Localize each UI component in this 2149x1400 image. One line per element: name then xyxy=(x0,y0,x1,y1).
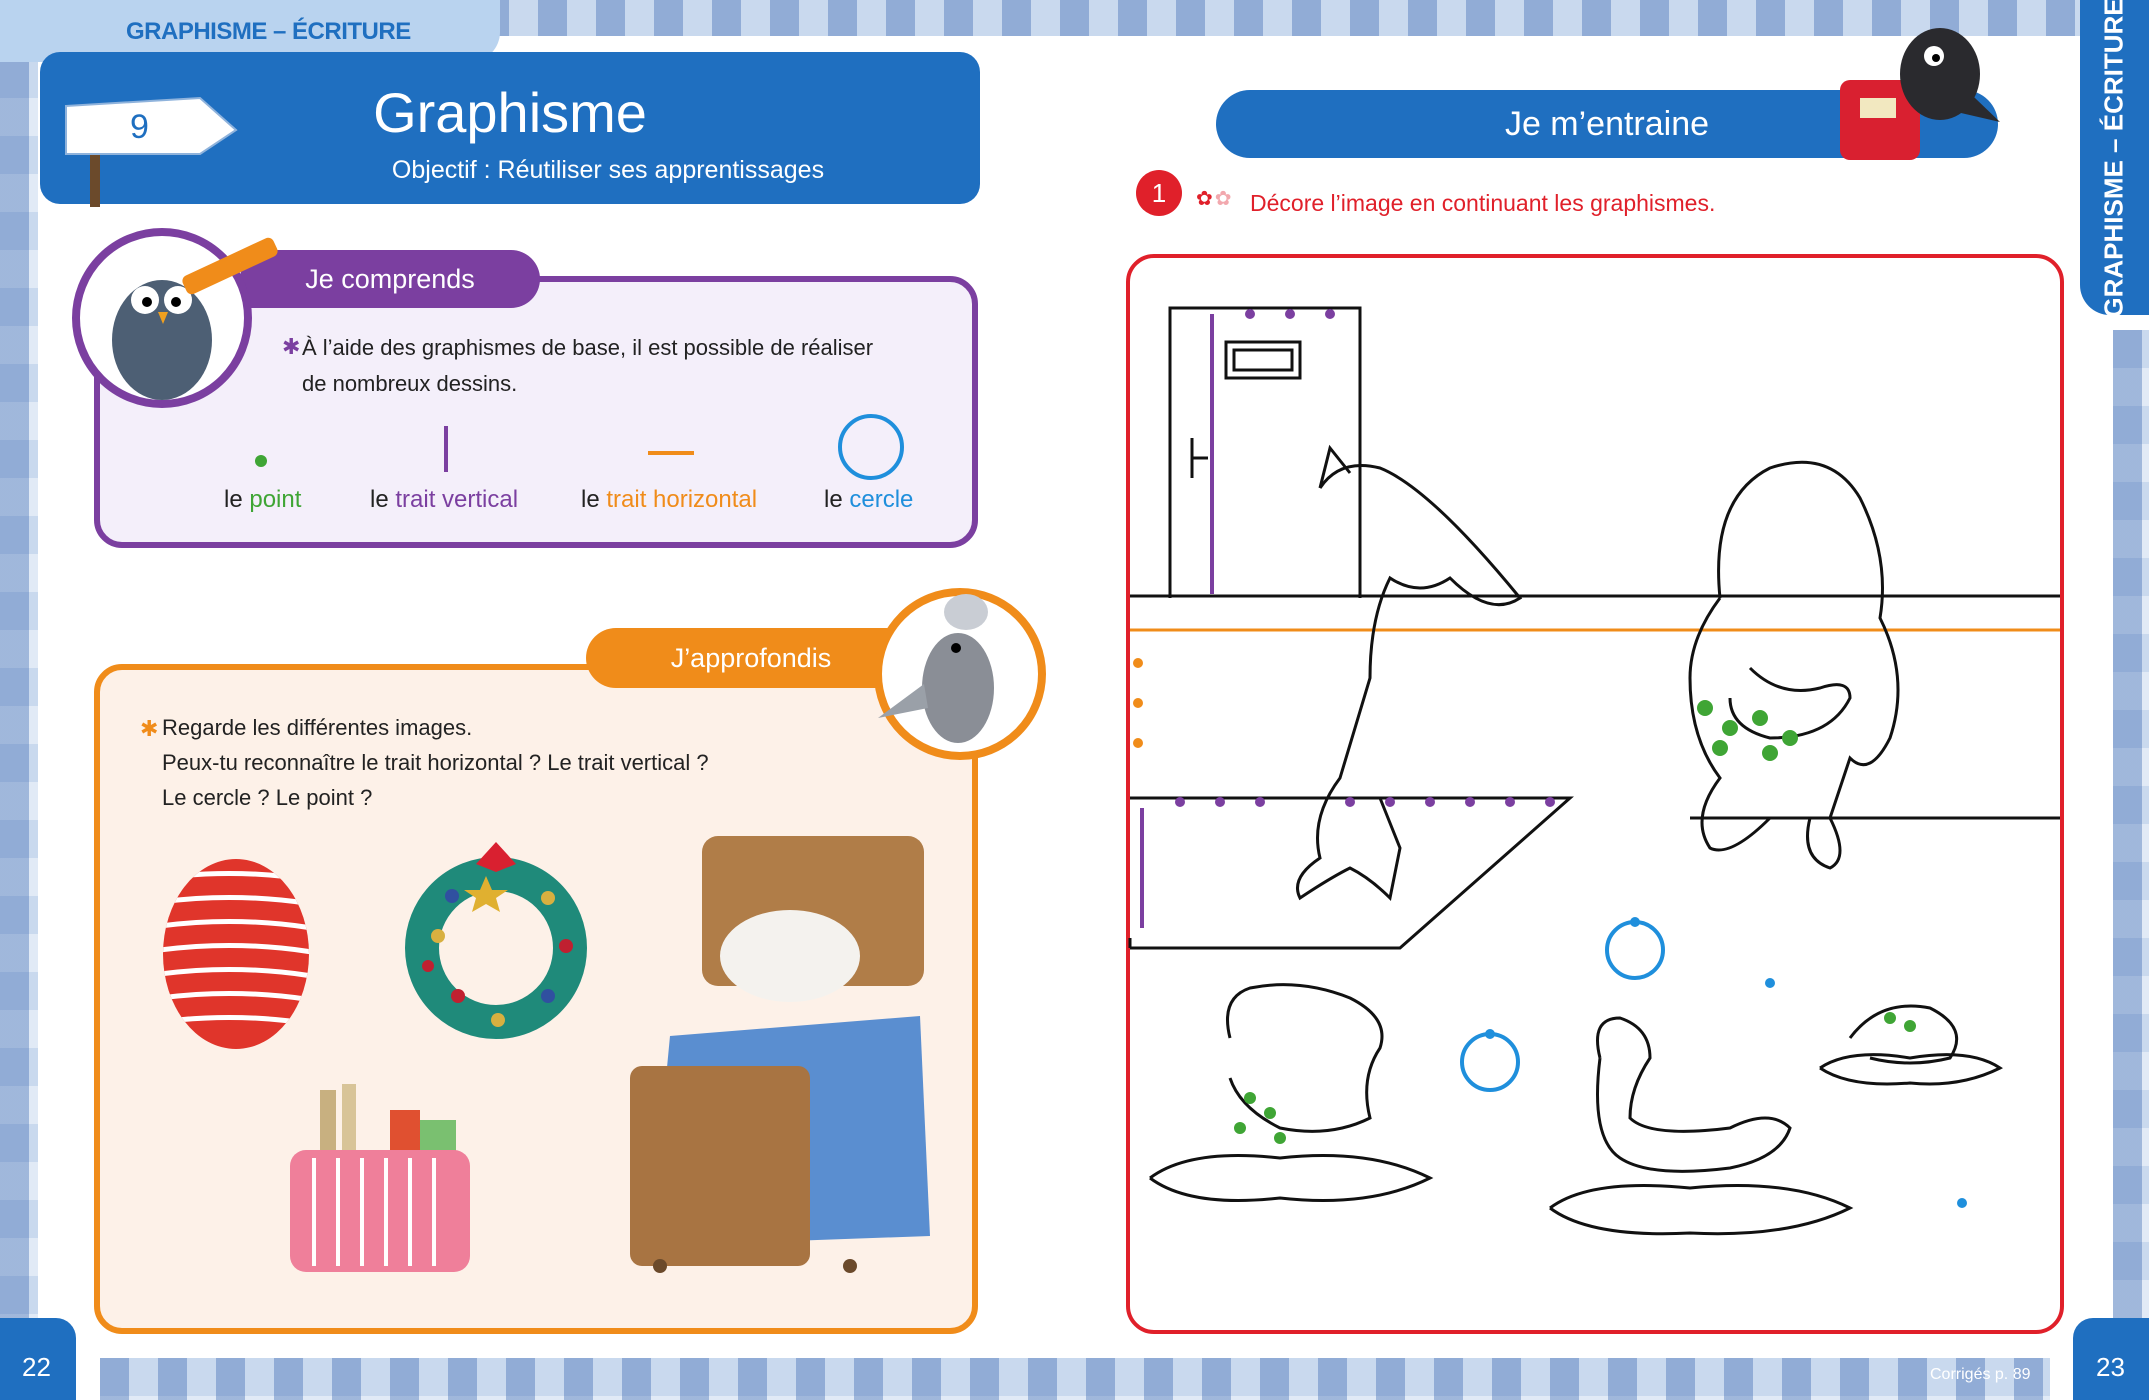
difficulty-paw-icons: ✿✿ xyxy=(1196,188,1234,210)
exercise-number-badge: 1 xyxy=(1136,170,1182,216)
right-mosaic-strip xyxy=(2113,330,2149,1330)
entraine-title: Je m’entraine xyxy=(1504,104,1710,143)
term-cercle: cercle xyxy=(849,486,914,513)
comprends-star-icon: ✱ xyxy=(282,334,301,359)
sample-vertical-line-icon xyxy=(444,426,448,472)
approfondis-line2: Peux-tu reconnaître le trait horizontal … xyxy=(162,750,709,775)
approfondis-title-pill: J’approfondis xyxy=(586,628,916,688)
approfondis-line3: Le cercle ? Le point ? xyxy=(162,785,373,810)
label-trait-horizontal: le trait horizontal xyxy=(581,486,758,513)
corriges-reference: Corrigés p. 89 xyxy=(1930,1366,2031,1383)
approfondis-title: J’approfondis xyxy=(670,642,832,673)
bottom-mosaic-strip xyxy=(100,1358,2050,1400)
sample-circle-icon xyxy=(838,414,904,480)
comprends-text-line1: À l’aide des graphismes de base, il est … xyxy=(302,335,874,360)
term-trait-horizontal: trait horizontal xyxy=(606,486,758,513)
coloring-frame xyxy=(1126,254,2064,1334)
signpost-icon xyxy=(65,96,238,207)
page-number-right: 23 xyxy=(2096,1352,2125,1382)
approfondis-line1: Regarde les différentes images. xyxy=(162,715,473,740)
coloring-scene xyxy=(1128,306,2060,1236)
comprends-title: Je comprends xyxy=(305,263,475,294)
sample-point-icon xyxy=(255,455,267,467)
section-label-left: GRAPHISME – ÉCRITURE xyxy=(126,18,411,45)
lesson-number: 9 xyxy=(130,108,149,146)
bed-image xyxy=(630,836,930,1273)
label-cercle: le cercle xyxy=(824,486,914,513)
section-tab-left xyxy=(0,0,500,62)
rat-mascot-icon xyxy=(874,588,1046,760)
left-mosaic-strip xyxy=(0,60,38,1330)
exercise-number: 1 xyxy=(1151,177,1167,208)
striped-ball-image xyxy=(163,859,309,1049)
comprends-text-line2: de nombreux dessins. xyxy=(302,371,518,396)
lesson-title: Graphisme xyxy=(373,81,647,144)
label-point: le point xyxy=(224,486,302,513)
comprends-title-pill: Je comprends xyxy=(240,250,540,308)
exercise-instruction: Décore l’image en continuant les graphis… xyxy=(1250,190,1716,216)
wolf-mascot-icon xyxy=(1840,28,2000,160)
lesson-objective: Objectif : Réutiliser ses apprentissages xyxy=(391,156,825,184)
term-trait-vertical: trait vertical xyxy=(395,486,519,513)
top-mosaic-strip xyxy=(480,0,2110,36)
shopping-basket-image xyxy=(290,1084,470,1272)
term-point: point xyxy=(249,486,302,513)
section-label-right: GRAPHISME – ÉCRITURE xyxy=(2098,0,2129,318)
label-trait-vertical: le trait vertical xyxy=(370,486,519,513)
page-number-right-box xyxy=(2073,1318,2149,1400)
section-tab-right xyxy=(2080,0,2149,315)
sample-horizontal-line-icon xyxy=(648,451,694,455)
approfondis-star-icon: ✱ xyxy=(140,716,159,741)
owl-mascot-icon xyxy=(72,228,278,408)
christmas-wreath-image xyxy=(405,842,587,1039)
page-number-left-box xyxy=(0,1318,76,1400)
page-number-left: 22 xyxy=(22,1352,51,1382)
